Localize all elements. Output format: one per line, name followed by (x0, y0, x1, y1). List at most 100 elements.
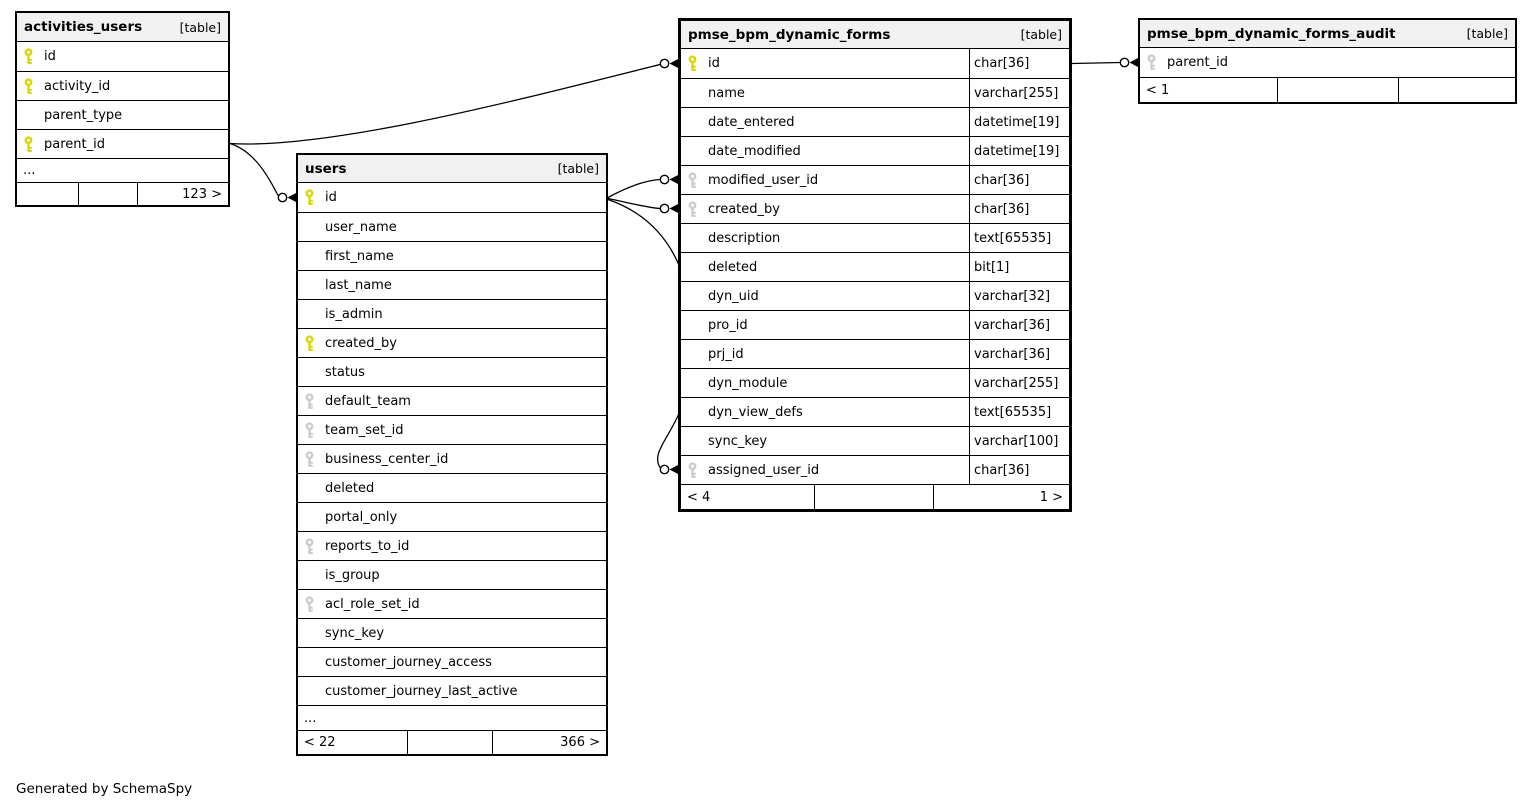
arrowhead-marker-icon (287, 192, 297, 203)
key-slot (23, 135, 41, 153)
column-row-users-sync_key[interactable]: sync_key (298, 618, 606, 647)
column-row-users-is_admin[interactable]: is_admin (298, 299, 606, 328)
column-row-users-last_name[interactable]: last_name (298, 270, 606, 299)
ellipsis-row: ... (298, 705, 606, 730)
relationship-edge-activities_users.parent_id-to-users.id (229, 142, 297, 203)
column-row-activities_users-activity_id[interactable]: activity_id (17, 71, 228, 100)
column-row-pmse_bpm_dynamic_forms-prj_id[interactable]: prj_id varchar[36] (681, 339, 1069, 368)
table-name[interactable]: users (305, 160, 347, 177)
ellipsis-text: ... (304, 710, 317, 726)
column-type: text[65535] (969, 398, 1069, 426)
key-slot (304, 595, 322, 613)
column-name: sync_key (708, 433, 768, 449)
column-row-users-team_set_id[interactable]: team_set_id (298, 415, 606, 444)
column-row-users-customer_journey_last_active[interactable]: customer_journey_last_active (298, 676, 606, 705)
column-row-users-reports_to_id[interactable]: reports_to_id (298, 531, 606, 560)
key-icon-primary (24, 48, 33, 64)
odot-marker-icon (659, 174, 670, 185)
column-type: varchar[100] (969, 427, 1069, 455)
column-row-pmse_bpm_dynamic_forms-dyn_module[interactable]: dyn_module varchar[255] (681, 368, 1069, 397)
key-slot (1146, 54, 1164, 71)
table-header-activities_users: activities_users[table] (17, 13, 228, 42)
column-row-users-user_name[interactable]: user_name (298, 212, 606, 241)
key-slot (304, 334, 322, 352)
column-type: varchar[255] (969, 369, 1069, 397)
column-row-users-id[interactable]: id (298, 183, 606, 212)
column-name: dyn_module (708, 375, 788, 391)
column-row-users-default_team[interactable]: default_team (298, 386, 606, 415)
table-name[interactable]: activities_users (24, 19, 143, 35)
column-name: assigned_user_id (708, 462, 820, 478)
column-row-users-portal_only[interactable]: portal_only (298, 502, 606, 531)
column-name: business_center_id (325, 451, 449, 467)
footer-middle-cell (407, 731, 492, 754)
column-name-cell: portal_only (298, 503, 606, 531)
column-type: varchar[36] (969, 311, 1069, 339)
column-name: date_entered (708, 114, 795, 130)
odot-marker-icon (659, 464, 670, 475)
odot-marker-icon (659, 203, 670, 214)
column-row-users-customer_journey_access[interactable]: customer_journey_access (298, 647, 606, 676)
column-name-cell: status (298, 358, 606, 386)
column-row-pmse_bpm_dynamic_forms-pro_id[interactable]: pro_id varchar[36] (681, 310, 1069, 339)
arrowhead-marker-icon (1129, 57, 1139, 68)
column-name-cell: default_team (298, 387, 606, 415)
column-row-users-business_center_id[interactable]: business_center_id (298, 444, 606, 473)
relationship-edge-pmse_bpm_dynamic_forms.id-to-pmse_bpm_dynamic_forms_audit.parent_id (1071, 57, 1139, 68)
footer-middle-cell (814, 485, 933, 509)
column-name: default_team (325, 393, 411, 409)
column-row-pmse_bpm_dynamic_forms_audit-parent_id[interactable]: parent_id (1140, 48, 1515, 77)
column-name: prj_id (708, 346, 744, 362)
column-name-cell: id (298, 183, 606, 212)
column-row-activities_users-parent_id[interactable]: parent_id (17, 129, 228, 158)
column-row-pmse_bpm_dynamic_forms-sync_key[interactable]: sync_key varchar[100] (681, 426, 1069, 455)
table-name[interactable]: pmse_bpm_dynamic_forms (688, 26, 891, 43)
column-name: id (325, 190, 337, 205)
column-type: datetime[19] (969, 137, 1069, 165)
footer-parents-count (17, 183, 78, 205)
column-row-activities_users-parent_type[interactable]: parent_type (17, 100, 228, 129)
column-name-cell: description (681, 224, 969, 252)
column-name: reports_to_id (325, 538, 410, 554)
footer-children-count: 123 > (137, 183, 228, 205)
column-name: parent_type (44, 107, 123, 123)
column-name-cell: team_set_id (298, 416, 606, 444)
key-icon-index (688, 200, 697, 217)
column-type: varchar[36] (969, 340, 1069, 368)
column-row-users-status[interactable]: status (298, 357, 606, 386)
column-name: modified_user_id (708, 172, 819, 188)
relationship-edge-users.id-to-pmse_bpm_dynamic_forms.created_by (607, 197, 679, 214)
key-slot (687, 55, 705, 72)
column-row-users-first_name[interactable]: first_name (298, 241, 606, 270)
table-name[interactable]: pmse_bpm_dynamic_forms_audit (1147, 25, 1396, 42)
column-name: sync_key (325, 625, 385, 641)
column-row-activities_users-id[interactable]: id (17, 42, 228, 71)
column-name-cell: dyn_view_defs (681, 398, 969, 426)
column-row-users-created_by[interactable]: created_by (298, 328, 606, 357)
column-row-users-acl_role_set_id[interactable]: acl_role_set_id (298, 589, 606, 618)
column-name-cell: parent_id (17, 130, 228, 158)
column-name: user_name (325, 219, 397, 235)
column-row-users-is_group[interactable]: is_group (298, 560, 606, 589)
column-name-cell: dyn_uid (681, 282, 969, 310)
key-icon-index (688, 461, 697, 478)
table-footer-pmse_bpm_dynamic_forms_audit: < 1 (1140, 77, 1515, 102)
column-name: activity_id (44, 78, 111, 94)
column-name: pro_id (708, 317, 748, 333)
column-name-cell: reports_to_id (298, 532, 606, 560)
column-name-cell: activity_id (17, 72, 228, 100)
column-row-users-deleted[interactable]: deleted (298, 473, 606, 502)
